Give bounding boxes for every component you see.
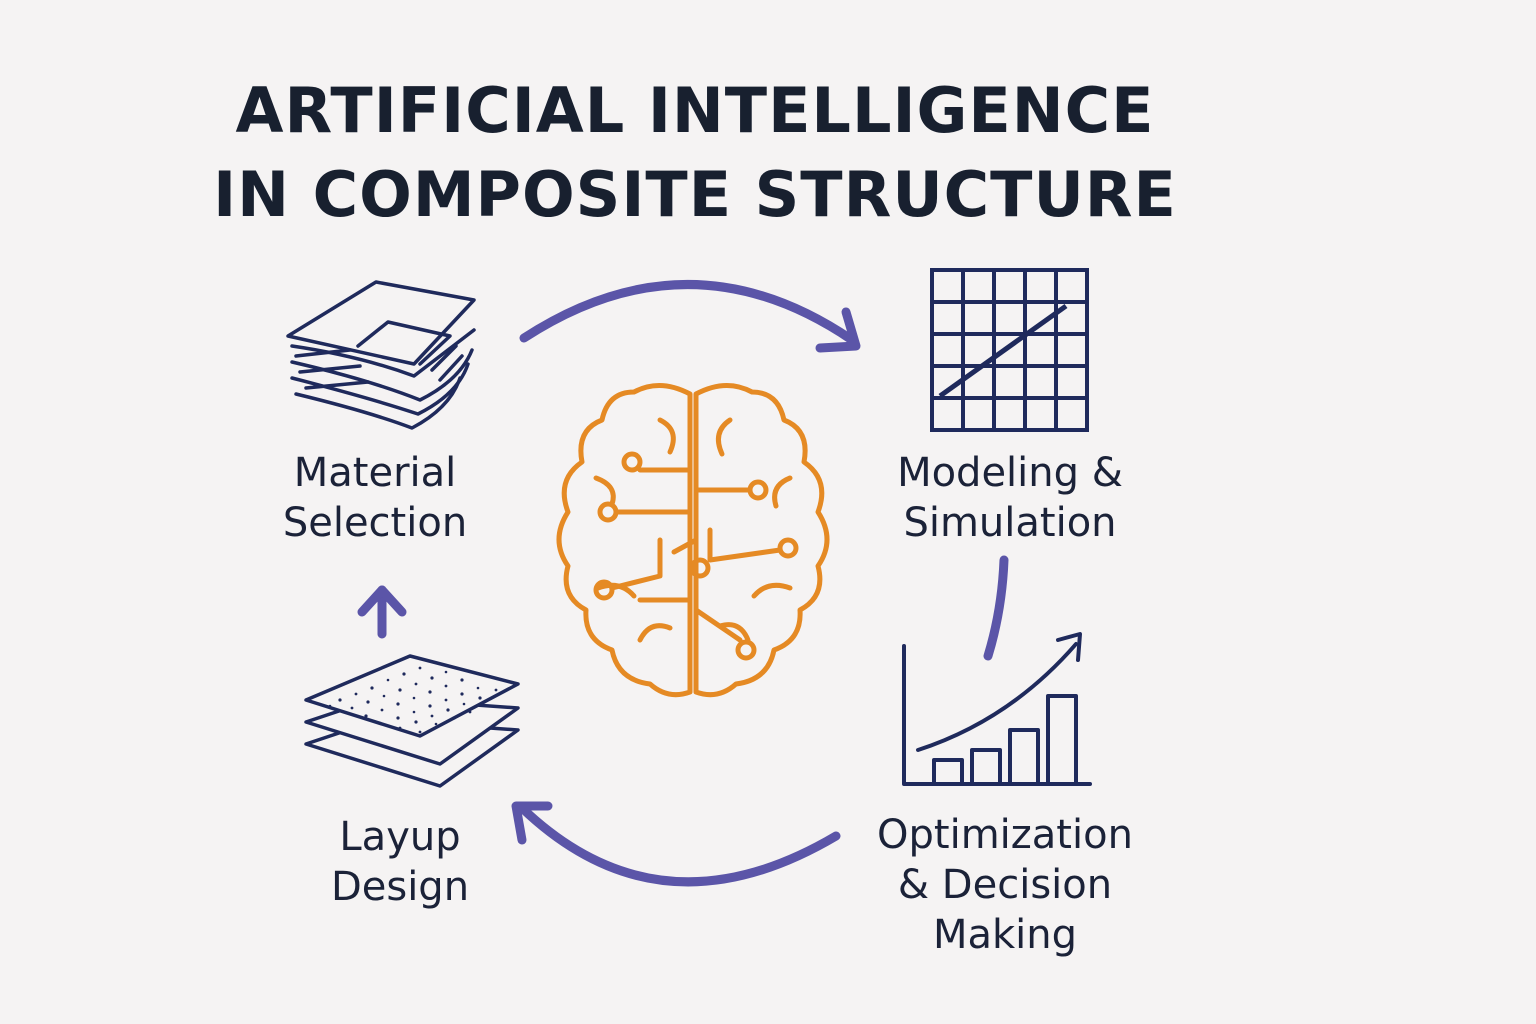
brain-circuit-icon <box>556 383 830 698</box>
optimization-decision-label: Optimization & Decision Making <box>860 810 1150 960</box>
layered-sheets-icon <box>286 280 476 430</box>
title-line-2: IN COMPOSITE STRUCTURE <box>213 158 1177 231</box>
material-label-line-2: Selection <box>282 500 468 546</box>
modeling-label-line-2: Simulation <box>903 500 1117 546</box>
material-selection-label: Material Selection <box>270 448 480 548</box>
arrow-optimization-to-layup <box>511 801 841 887</box>
layup-label-line-2: Design <box>330 864 470 910</box>
optimization-label-line-3: Making <box>932 912 1078 958</box>
arrow-material-to-modeling <box>519 280 861 353</box>
modeling-simulation-label: Modeling & Simulation <box>880 448 1140 548</box>
title-line-1: ARTIFICIAL INTELLIGENCE <box>235 74 1155 147</box>
ply-texture <box>328 666 498 734</box>
material-label-line-1: Material <box>293 450 457 496</box>
optimization-label-line-1: Optimization <box>877 812 1133 858</box>
optimization-label-line-2: & Decision <box>897 862 1113 908</box>
layup-design-label: Layup Design <box>300 812 500 912</box>
stacked-plies-icon <box>304 654 520 788</box>
grid-chart-icon <box>930 268 1089 432</box>
arrow-modeling-to-optimization <box>983 555 1009 661</box>
arrow-layup-to-material <box>357 585 407 639</box>
modeling-label-line-1: Modeling & <box>897 450 1123 496</box>
growth-bar-chart-icon <box>902 632 1092 786</box>
layup-label-line-1: Layup <box>339 814 461 860</box>
